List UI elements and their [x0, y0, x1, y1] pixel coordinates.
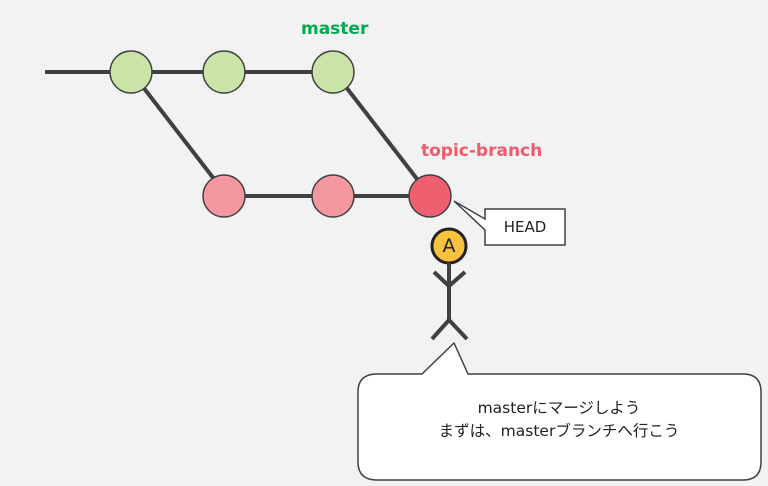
master-branch-label: master: [301, 19, 369, 39]
speech-text: masterにマージしよう まずは、masterブランチへ行こう: [357, 397, 761, 443]
stick-figure-icon: [430, 227, 469, 341]
speech-line-1: masterにマージしよう: [477, 399, 641, 417]
topic-branch-label: topic-branch: [421, 141, 543, 161]
avatar-letter: A: [442, 235, 456, 257]
topic-commit-2: [311, 174, 355, 218]
speech-bubble: [357, 342, 762, 481]
topic-head-commit: [408, 174, 452, 218]
branch-diagonal-line: [141, 85, 223, 190]
topic-commit-1: [202, 174, 246, 218]
master-commit-1: [109, 50, 153, 94]
master-commit-3: [311, 50, 355, 94]
head-callout: [453, 200, 566, 246]
speech-line-2: まずは、masterブランチへ行こう: [438, 422, 680, 440]
master-commit-2: [202, 50, 246, 94]
merge-diagonal-line: [344, 85, 426, 190]
head-pointer-label: HEAD: [503, 218, 547, 236]
